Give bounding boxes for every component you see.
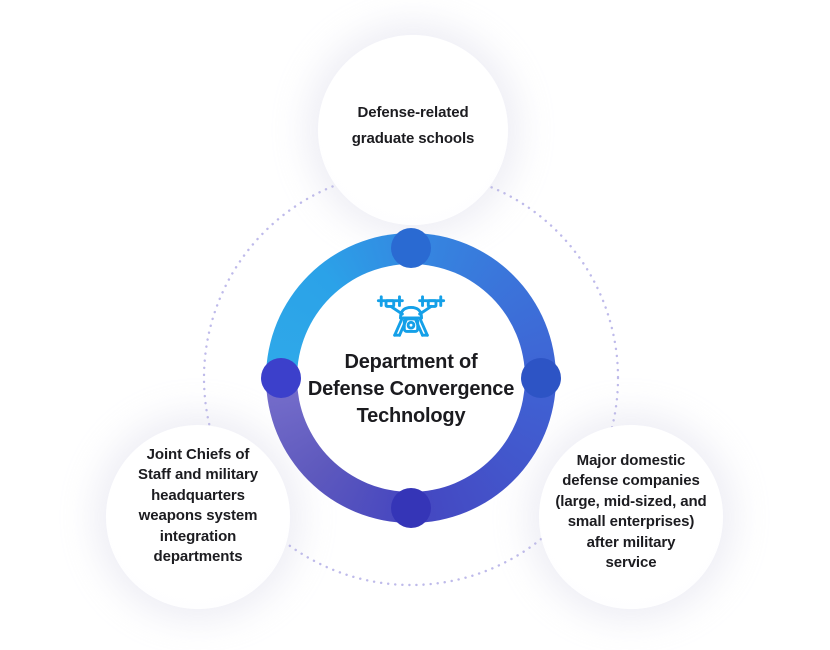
node-military-integration: Joint Chiefs of Staff and military headq… bbox=[106, 425, 290, 609]
node-label: Major domestic defense companies (large,… bbox=[555, 451, 707, 572]
node-defense-companies: Major domestic defense companies (large,… bbox=[539, 425, 723, 609]
center-title: Department of Defense Convergence Techno… bbox=[307, 350, 515, 427]
drone-icon bbox=[376, 294, 446, 337]
ring-dot-left bbox=[261, 358, 301, 398]
ring-dot-bottom bbox=[391, 488, 431, 528]
ring-dot-top bbox=[391, 228, 431, 268]
node-label: Joint Chiefs of Staff and military headq… bbox=[138, 445, 258, 566]
node-graduate-schools: Defense-related graduate schools bbox=[318, 35, 508, 225]
ring-dot-right bbox=[521, 358, 561, 398]
center-node: Department of Defense Convergence Techno… bbox=[297, 264, 525, 492]
node-label: Defense-related graduate schools bbox=[351, 104, 475, 147]
